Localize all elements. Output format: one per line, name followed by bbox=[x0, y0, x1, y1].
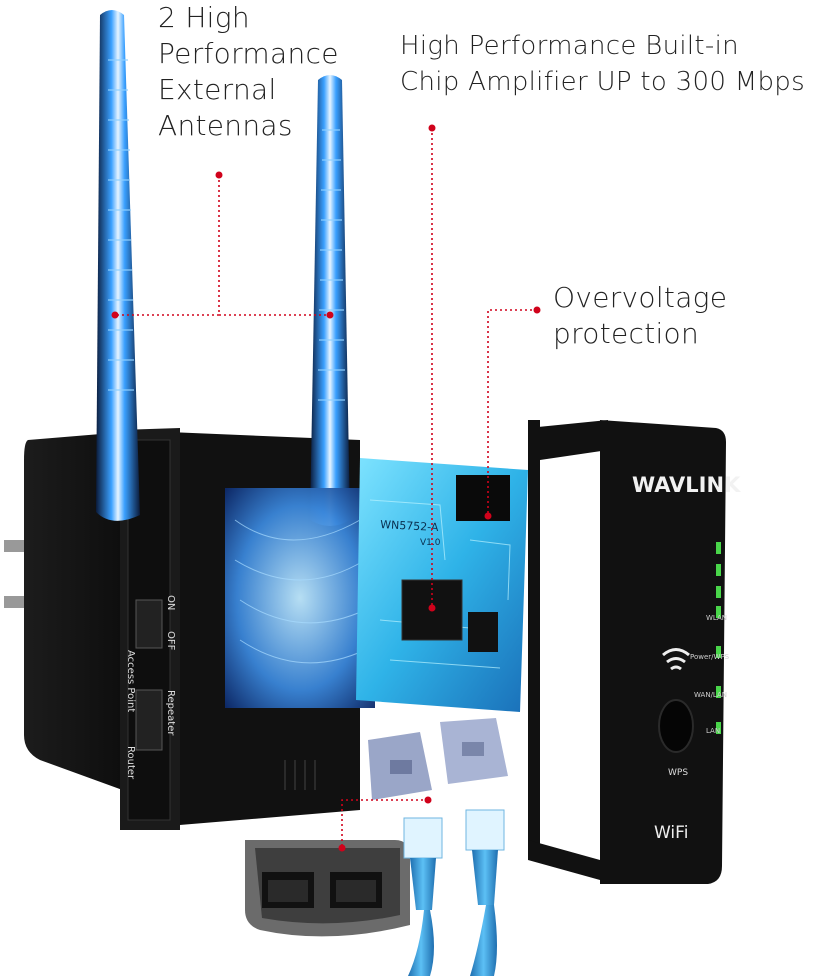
front-cover: WAVLINK WLAN Power/WPS WAN/LAN LAN WPS W… bbox=[528, 420, 741, 884]
led-label-wanlan: WAN/LAN bbox=[694, 691, 727, 699]
antennas-line-1: 2 High bbox=[158, 1, 250, 34]
switch-on-label: ON bbox=[165, 595, 176, 610]
heat-sink bbox=[225, 488, 375, 708]
antennas-callout: 2 High Performance External Antennas bbox=[158, 0, 339, 144]
ethernet-cable-icon bbox=[403, 809, 505, 976]
ethernet-port-icon bbox=[262, 872, 382, 908]
antennas-line-4: Antennas bbox=[158, 109, 293, 142]
led-label-lan: LAN bbox=[706, 727, 720, 735]
overvoltage-line-2: protection bbox=[553, 317, 700, 350]
wifi-signal-icon bbox=[662, 648, 690, 671]
mode-switch-1[interactable] bbox=[135, 599, 163, 649]
chip-line-1: High Performance Built-in bbox=[400, 31, 739, 61]
led-label-wlan: WLAN bbox=[706, 614, 727, 622]
overvoltage-line-1: Overvoltage bbox=[553, 281, 728, 314]
chip-marking: WN5752-A bbox=[380, 518, 439, 534]
wifi-logo: WiFi bbox=[654, 823, 688, 843]
antennas-line-2: Performance bbox=[158, 37, 339, 70]
status-leds bbox=[716, 542, 721, 734]
power-plug-icon bbox=[4, 540, 30, 608]
antennas-line-3: External bbox=[158, 73, 277, 106]
wps-button[interactable] bbox=[658, 699, 694, 753]
chip-line-2: Chip Amplifier UP to 300 Mbps bbox=[400, 67, 805, 97]
switch-ap-label: Access Point bbox=[125, 650, 136, 712]
wps-label: WPS bbox=[668, 768, 688, 778]
brand-logo: WAVLINK bbox=[632, 473, 741, 497]
switch-router-label: Router bbox=[125, 746, 136, 780]
mode-switch-2[interactable] bbox=[135, 689, 163, 751]
switch2-labels-top: Repeater bbox=[165, 690, 176, 736]
switch2-labels-bottom: Access Point Router bbox=[125, 650, 136, 780]
antenna-right bbox=[310, 75, 350, 526]
switch-repeater-label: Repeater bbox=[165, 690, 176, 736]
ethernet-jack-modules bbox=[368, 718, 508, 800]
antenna-left bbox=[96, 10, 140, 521]
switch-off-label: OFF bbox=[165, 631, 176, 651]
switch1-labels: ON OFF bbox=[165, 595, 176, 651]
led-label-power: Power/WPS bbox=[690, 653, 730, 661]
memory-chip bbox=[456, 475, 510, 521]
ethernet-port-panel bbox=[245, 840, 410, 937]
callout-dots bbox=[111, 124, 541, 852]
callout-lines bbox=[115, 128, 537, 848]
chip-version: V1.0 bbox=[420, 538, 441, 548]
overvoltage-callout: Overvoltage protection bbox=[553, 280, 727, 352]
circuit-board: WN5752-A V1.0 bbox=[356, 458, 528, 712]
chip-callout: High Performance Built-in Chip Amplifier… bbox=[400, 28, 805, 100]
